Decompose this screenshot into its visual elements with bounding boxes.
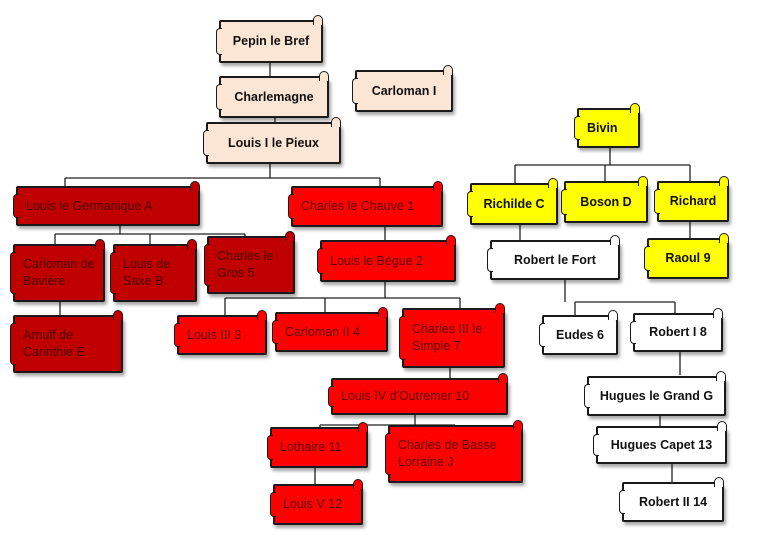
node-louis-le-germanique: Louis le Germanique A [13, 181, 200, 226]
node-label: Robert le Fort [514, 252, 596, 267]
node-robert-le-fort: Robert le Fort [487, 235, 620, 280]
node-hugues-le-grand: Hugues le Grand G [584, 371, 726, 416]
node-label: Pepin le Bref [232, 34, 310, 48]
node-richilde: Richilde C [467, 178, 558, 225]
node-charlemagne: Charlemagne [216, 71, 329, 118]
node-label: Boson D [580, 194, 632, 209]
node-label: Louis de Saxe B [123, 257, 171, 288]
node-louis-iii: Louis III 3 [174, 310, 267, 355]
node-carloman-i: Carloman I [352, 65, 453, 112]
node-label: Charles le Chauve 1 [301, 199, 415, 213]
node-label: Arnulf de Carinthie E [23, 328, 85, 359]
node-label: Louis V 12 [283, 497, 343, 511]
node-label: Lothaire 11 [280, 440, 342, 454]
node-label: Louis I le Pieux [228, 135, 319, 150]
node-label: Bivin [587, 120, 618, 135]
node-label: Raoul 9 [665, 251, 711, 265]
node-louis-i-le-pieux: Louis I le Pieux [203, 117, 341, 164]
node-label: Robert II 14 [638, 494, 708, 509]
node-robert-ii: Robert II 14 [619, 477, 724, 522]
node-raoul: Raoul 9 [644, 233, 729, 279]
node-label: Hugues Capet 13 [610, 437, 713, 452]
node-label: Robert I 8 [649, 325, 707, 339]
node-carloman-ii: Carloman II 4 [272, 307, 388, 352]
node-robert-i: Robert I 8 [630, 308, 723, 352]
node-charles-le-chauve: Charles le Chauve 1 [288, 181, 443, 227]
node-label: Louis III 3 [187, 327, 242, 342]
node-richard: Richard [654, 176, 729, 222]
node-louis-v: Louis V 12 [270, 479, 363, 525]
node-label: Charles le Gros 5 [217, 249, 274, 280]
node-bivin: Bivin [574, 103, 640, 148]
node-label: Louis IV d'Outremer 10 [341, 389, 470, 403]
node-label: Eudes 6 [556, 327, 604, 342]
node-eudes: Eudes 6 [539, 310, 618, 355]
node-louis-iv-d-outremer: Louis IV d'Outremer 10 [328, 373, 508, 415]
node-label: Louis le Germanique A [26, 198, 153, 213]
node-label: Charles III le Simple 7 [412, 322, 483, 353]
node-louis-de-saxe: Louis de Saxe B [110, 239, 197, 302]
node-hugues-capet: Hugues Capet 13 [593, 421, 727, 464]
node-arnulf-de-carinthie: Arnulf de Carinthie E [10, 310, 123, 373]
node-carloman-de-baviere: Carloman de Bavière [10, 239, 105, 302]
node-label: Carloman II 4 [285, 324, 361, 339]
node-boson: Boson D [561, 176, 648, 223]
node-charles-de-basse-lorraine: Charles de Basse Lorraine J [385, 420, 523, 483]
node-label: Charlemagne [234, 89, 314, 104]
node-label: Richilde C [483, 196, 545, 211]
node-label: Richard [669, 194, 717, 208]
node-lothaire: Lothaire 11 [267, 422, 368, 468]
node-label: Louis le Bègue 2 [330, 253, 424, 268]
node-label: Carloman de Bavière [23, 257, 95, 288]
node-label: Charles de Basse Lorraine J [398, 438, 497, 469]
node-label: Carloman I [371, 83, 437, 98]
node-charles-le-simple: Charles III le Simple 7 [399, 303, 505, 368]
node-label: Hugues le Grand G [599, 388, 714, 403]
node-pepin-le-bref: Pepin le Bref [216, 15, 323, 63]
node-louis-le-begue: Louis le Bègue 2 [317, 235, 456, 282]
node-charles-le-gros: Charles le Gros 5 [204, 231, 295, 294]
